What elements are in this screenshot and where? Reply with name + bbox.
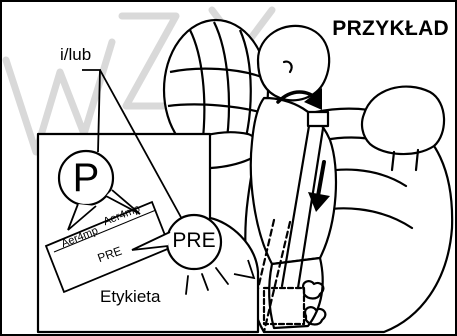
label-caption: Etykieta — [100, 288, 160, 305]
example-badge: PRZYKŁAD — [332, 18, 449, 39]
and-or-callout-label: i/lub — [60, 46, 91, 63]
passenger-indicator-letter: P — [58, 158, 114, 198]
pretensioner-indicator-text: PRE — [162, 230, 226, 251]
